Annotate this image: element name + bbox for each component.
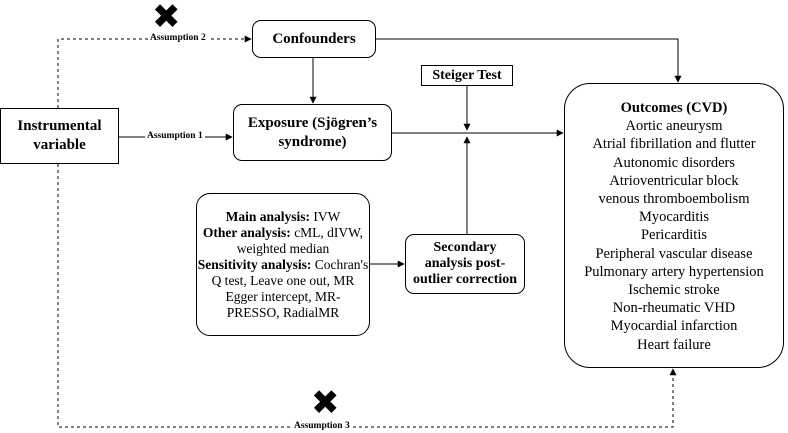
secondary-analysis-node: Secondary analysis post- outlier correct… <box>405 234 525 294</box>
outcome-item: Autonomic disorders <box>612 154 736 171</box>
assumption-3-arrow <box>57 164 677 428</box>
assumption-2-violation-mark: ✖ <box>152 0 181 37</box>
sensitivity-analysis-line-2: Q test, Leave one out, MR <box>211 272 355 288</box>
outcome-item: Pericarditis <box>640 227 708 244</box>
instrumental-variable-node: Instrumental variable <box>0 108 119 164</box>
main-analysis-value: IVW <box>310 208 341 224</box>
other-analysis-label: Other analysis: <box>202 224 291 240</box>
assumption-3-violation-mark: ✖ <box>311 383 340 423</box>
outcome-item: Myocarditis <box>638 209 710 226</box>
steiger-test-node: Steiger Test <box>421 65 513 86</box>
exposure-line-2: syndrome) <box>278 133 347 150</box>
outcome-item: Non-rheumatic VHD <box>612 300 736 317</box>
instrumental-variable-line-1: Instrumental <box>17 118 102 134</box>
sensitivity-analysis-label: Sensitivity analysis: <box>197 256 312 272</box>
exposure-line-1: Exposure (Sjögren’s <box>247 114 378 131</box>
confounders-to-outcomes-arrow <box>376 38 682 83</box>
sensitivity-analysis-line-3: Egger intercept, MR- <box>225 288 341 304</box>
outcomes-title: Outcomes (CVD) <box>620 100 728 116</box>
secondary-line-2: analysis post- <box>424 256 506 271</box>
outcome-item: Atrioventricular block <box>609 172 739 189</box>
outcome-item: Peripheral vascular disease <box>595 245 753 262</box>
assumption-3-label: Assumption 3 <box>292 421 352 432</box>
secondary-line-3: outlier correction <box>412 272 518 287</box>
instrumental-variable-line-2: variable <box>33 137 86 153</box>
outcome-item: Aortic aneurysm <box>625 118 723 135</box>
outcome-item: Ischemic stroke <box>628 282 720 299</box>
analysis-methods-node: Main analysis: IVW Other analysis: cML, … <box>196 193 370 336</box>
outcome-item: Pulmonary artery hypertension <box>584 263 764 280</box>
confounders-node: Confounders <box>252 20 376 58</box>
outcome-item: Myocardial infarction <box>610 318 738 335</box>
steiger-test-label: Steiger Test <box>432 68 502 83</box>
assumption-1-label: Assumption 1 <box>145 131 205 142</box>
other-analysis-value-1: cML, dIVW, <box>290 224 364 240</box>
assumption-2-label: Assumption 2 <box>148 33 208 44</box>
main-analysis-label: Main analysis: <box>225 208 310 224</box>
assumption-2-arrow <box>57 35 252 108</box>
outcomes-node: Outcomes (CVD) Aortic aneurysm Atrial fi… <box>564 83 784 368</box>
secondary-line-1: Secondary <box>433 240 497 255</box>
sensitivity-analysis-line-4: PRESSO, RadialMR <box>226 304 340 320</box>
other-analysis-value-2: weighted median <box>236 240 330 256</box>
outcome-item: Heart failure <box>637 336 711 353</box>
exposure-node: Exposure (Sjögren’s syndrome) <box>233 104 392 161</box>
sensitivity-analysis-value-1: Cochran's <box>311 256 369 272</box>
confounders-label: Confounders <box>272 30 356 47</box>
outcome-item: venous thromboembolism <box>598 191 750 208</box>
outcome-item: Atrial fibrillation and flutter <box>592 136 756 153</box>
